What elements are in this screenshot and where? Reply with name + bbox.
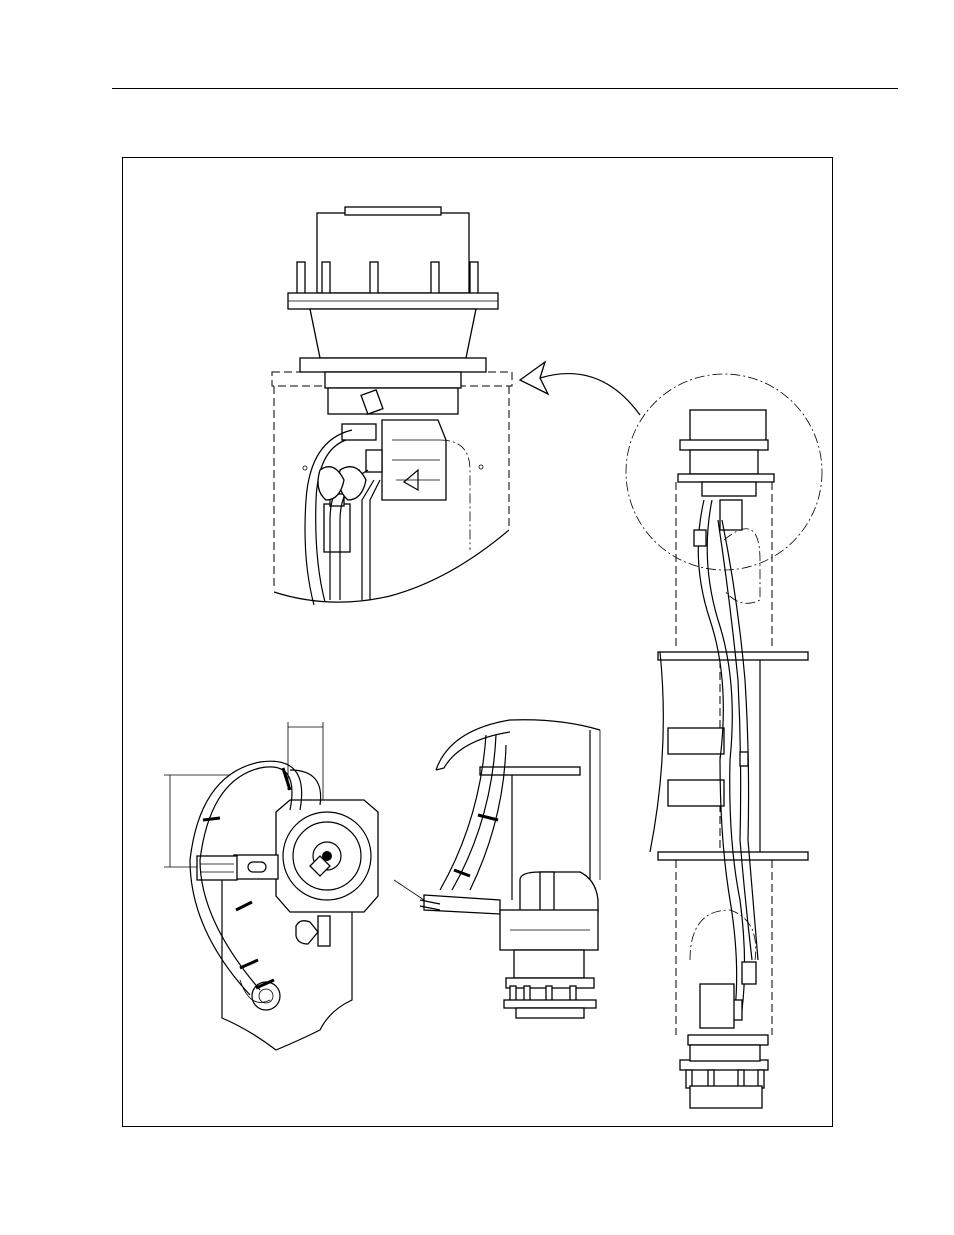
- end-view-hose-routing: [164, 722, 378, 1050]
- side-view-hose-routing: [394, 720, 600, 1018]
- detail-view-motor-hoses: [272, 207, 512, 605]
- arrowhead-icon: [520, 362, 548, 394]
- full-assembly-view: [626, 374, 822, 1108]
- callout-arrow: [540, 374, 640, 415]
